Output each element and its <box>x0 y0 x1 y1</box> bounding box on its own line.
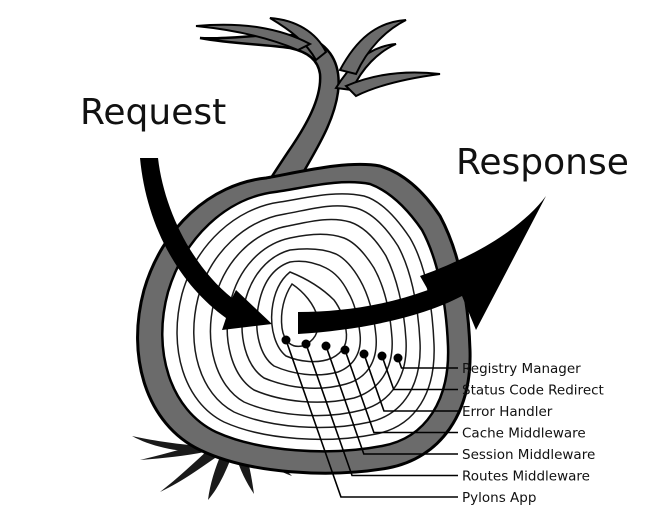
layer-dot <box>301 339 311 349</box>
layer-leader-line <box>344 349 458 434</box>
response-arrow <box>298 196 546 334</box>
layer-leader-line <box>325 345 458 455</box>
layer-dot <box>321 341 331 351</box>
layer-dot <box>377 351 387 361</box>
layer-leader-line <box>285 339 458 498</box>
layer-dot <box>393 353 403 363</box>
layer-leader-line <box>305 343 458 477</box>
request-label: Request <box>80 92 226 133</box>
layer-label: Status Code Redirect <box>462 383 604 399</box>
layer-label: Routes Middleware <box>462 469 590 485</box>
onion-stem <box>195 17 441 188</box>
layer-label: Cache Middleware <box>462 426 586 442</box>
layer-leader-line <box>381 355 458 391</box>
response-label: Response <box>456 142 629 183</box>
layer-label: Pylons App <box>462 490 536 506</box>
layer-dot <box>340 345 350 355</box>
layer-dot <box>359 349 369 359</box>
request-arrow <box>140 158 272 330</box>
layer-label: Session Middleware <box>462 447 595 463</box>
layer-label: Error Handler <box>462 404 553 420</box>
layer-leader-line <box>363 353 458 412</box>
layer-dot <box>281 335 291 345</box>
layer-label: Registry Manager <box>462 361 581 377</box>
